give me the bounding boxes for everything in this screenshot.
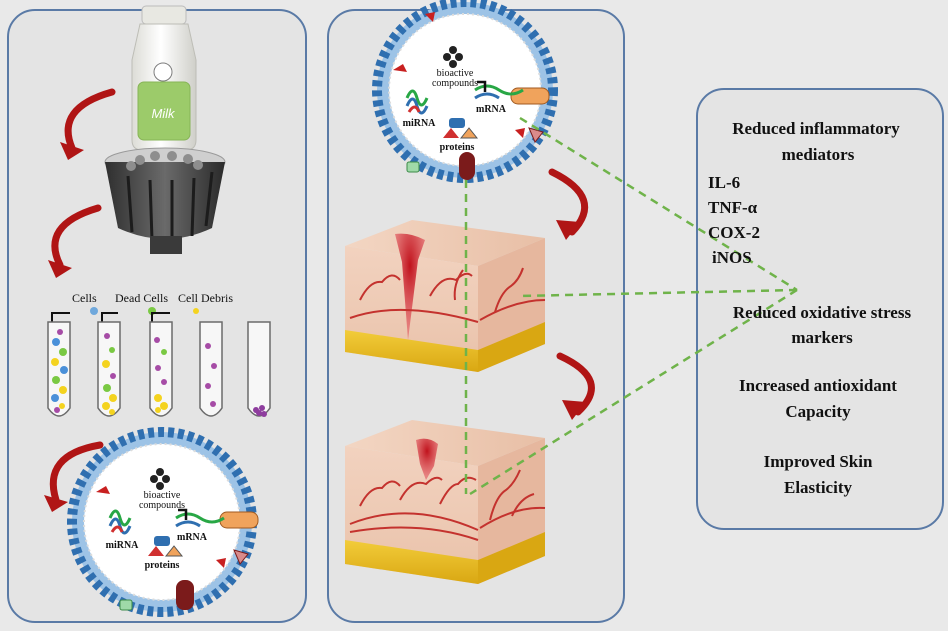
process-arrows-left — [49, 88, 116, 504]
bioactive-label-2: compounds — [139, 500, 185, 511]
mrna-label: mRNA — [177, 532, 208, 543]
effects-panel — [696, 88, 944, 530]
legend-cell-debris: Cell Debris — [178, 291, 233, 305]
arrow-heads-middle — [556, 220, 586, 420]
marker-inos: iNOS — [712, 248, 752, 267]
mirna-label: miRNA — [106, 540, 140, 551]
effect-elasticity-line1: Improved Skin — [764, 452, 873, 471]
test-tubes — [47, 321, 271, 417]
milk-bottle-icon: Milk — [131, 5, 197, 151]
effect-oxidative-line1: Reduced oxidative stress — [733, 303, 912, 322]
proteins-label: proteins — [440, 142, 475, 153]
process-arrows-middle — [548, 168, 595, 416]
legend-cells: Cells — [72, 291, 97, 305]
wounded-skin-icon — [345, 220, 546, 372]
marker-cox2: COX-2 — [708, 223, 760, 242]
effect-elasticity-line2: Elasticity — [784, 478, 852, 497]
tube-5 — [247, 321, 271, 417]
bioactive-label-1: bioactive — [437, 68, 474, 79]
tube-2 — [97, 321, 121, 417]
exosome-left-icon: bioactive compounds miRNA mRNA proteins — [67, 427, 259, 617]
exosome-middle-icon: bioactive compounds miRNA mRNA proteins — [372, 0, 558, 183]
effect-inflammatory-line2: mediators — [782, 145, 855, 164]
tube-legend: Cells Dead Cells Cell Debris — [51, 291, 233, 323]
effect-oxidative-line2: markers — [791, 328, 853, 347]
tube-3 — [149, 321, 173, 417]
effect-antioxidant-line1: Increased antioxidant — [739, 376, 897, 395]
mrna-label: mRNA — [476, 104, 507, 115]
mirna-label: miRNA — [403, 118, 437, 129]
connector-lines — [464, 116, 798, 496]
marker-tnf: TNF-α — [708, 198, 758, 217]
proteins-label: proteins — [145, 560, 180, 571]
arrow-heads-left — [44, 142, 84, 512]
marker-il6: IL-6 — [708, 173, 740, 192]
milk-label: Milk — [151, 106, 176, 121]
legend-dead-cells: Dead Cells — [115, 291, 168, 305]
centrifuge-rotor-icon — [104, 147, 226, 254]
healing-skin-icon — [345, 420, 546, 584]
bioactive-label-2: compounds — [432, 78, 478, 89]
tube-particles — [51, 329, 267, 417]
effect-inflammatory-line1: Reduced inflammatory — [732, 119, 900, 138]
bioactive-label-1: bioactive — [144, 490, 181, 501]
effect-antioxidant-line2: Capacity — [785, 402, 851, 421]
